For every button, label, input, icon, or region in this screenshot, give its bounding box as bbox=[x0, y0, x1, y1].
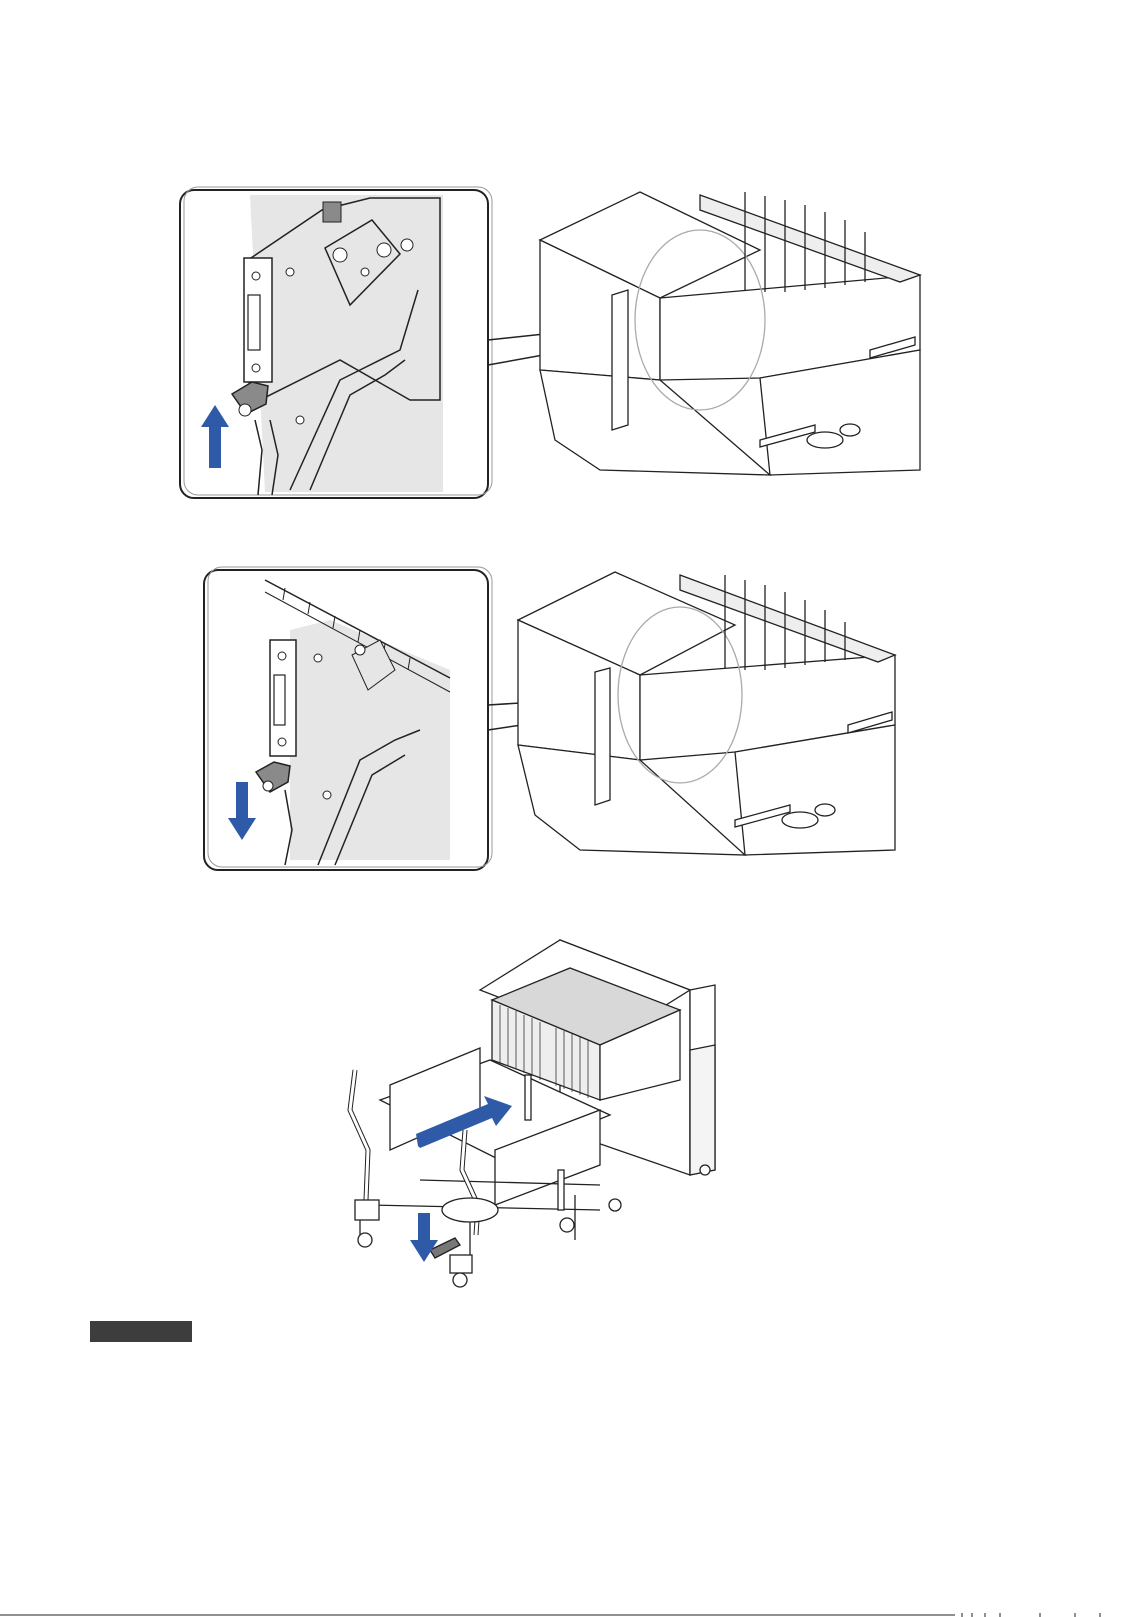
figure-1-callout bbox=[180, 187, 492, 498]
page-bottom-rule bbox=[0, 1612, 1141, 1617]
figure-3 bbox=[0, 930, 1141, 1290]
figure-1 bbox=[0, 0, 1141, 520]
figure-2-callout bbox=[204, 567, 492, 870]
figure-2-chassis bbox=[518, 572, 895, 855]
figure-2 bbox=[0, 560, 1141, 880]
figure-1-chassis bbox=[540, 192, 920, 475]
note-label-tab bbox=[90, 1321, 192, 1342]
figure-3-cart-and-unit bbox=[350, 940, 715, 1287]
